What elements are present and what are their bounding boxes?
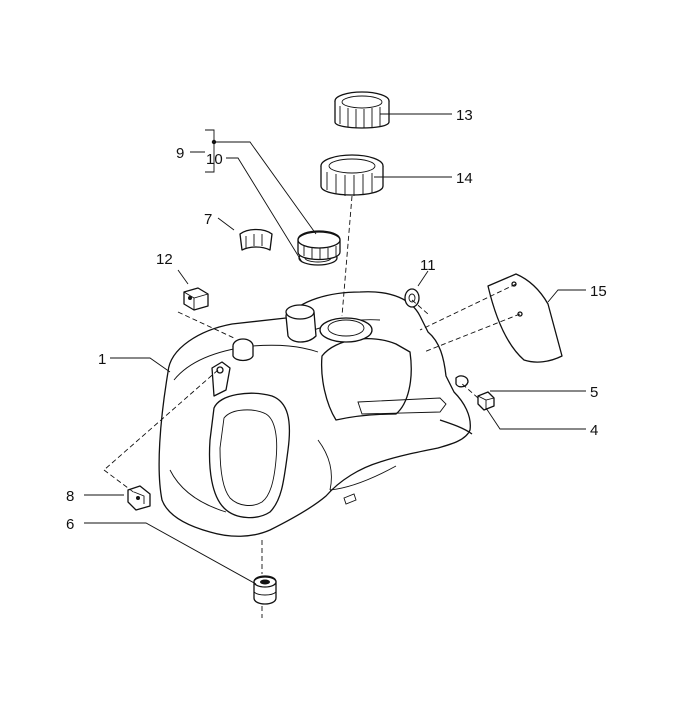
fuel-tank bbox=[158, 291, 473, 537]
fuel-cap-part-10 bbox=[297, 230, 341, 266]
label-part-8: 8 bbox=[66, 488, 74, 505]
label-part-6: 6 bbox=[66, 516, 74, 533]
label-part-13: 13 bbox=[456, 107, 473, 124]
ring-nut-part-14 bbox=[320, 154, 384, 196]
shield-plate-part-15 bbox=[487, 273, 563, 363]
label-part-14: 14 bbox=[456, 170, 473, 187]
label-part-11: 11 bbox=[420, 257, 436, 274]
grommet-part-11 bbox=[404, 288, 420, 308]
label-part-12: 12 bbox=[156, 251, 173, 268]
clamp-part-7 bbox=[239, 228, 273, 251]
screw-part-4 bbox=[477, 391, 495, 411]
label-part-1: 1 bbox=[98, 351, 106, 368]
bracket-part-8 bbox=[127, 485, 151, 511]
assembly-lines bbox=[103, 195, 521, 618]
label-part-7: 7 bbox=[204, 211, 212, 228]
label-part-5: 5 bbox=[590, 384, 598, 401]
leader-lines bbox=[84, 113, 586, 585]
label-part-15: 15 bbox=[590, 283, 607, 300]
rubber-mount-part-6 bbox=[253, 575, 277, 605]
label-part-4: 4 bbox=[590, 422, 598, 439]
part-number-labels: 13 14 9 10 7 12 11 15 1 5 4 8 6 bbox=[66, 107, 607, 533]
label-part-9: 9 bbox=[176, 145, 184, 162]
ring-nut-part-13 bbox=[334, 91, 390, 129]
nut-part-12 bbox=[183, 287, 209, 311]
label-part-10: 10 bbox=[206, 151, 223, 168]
